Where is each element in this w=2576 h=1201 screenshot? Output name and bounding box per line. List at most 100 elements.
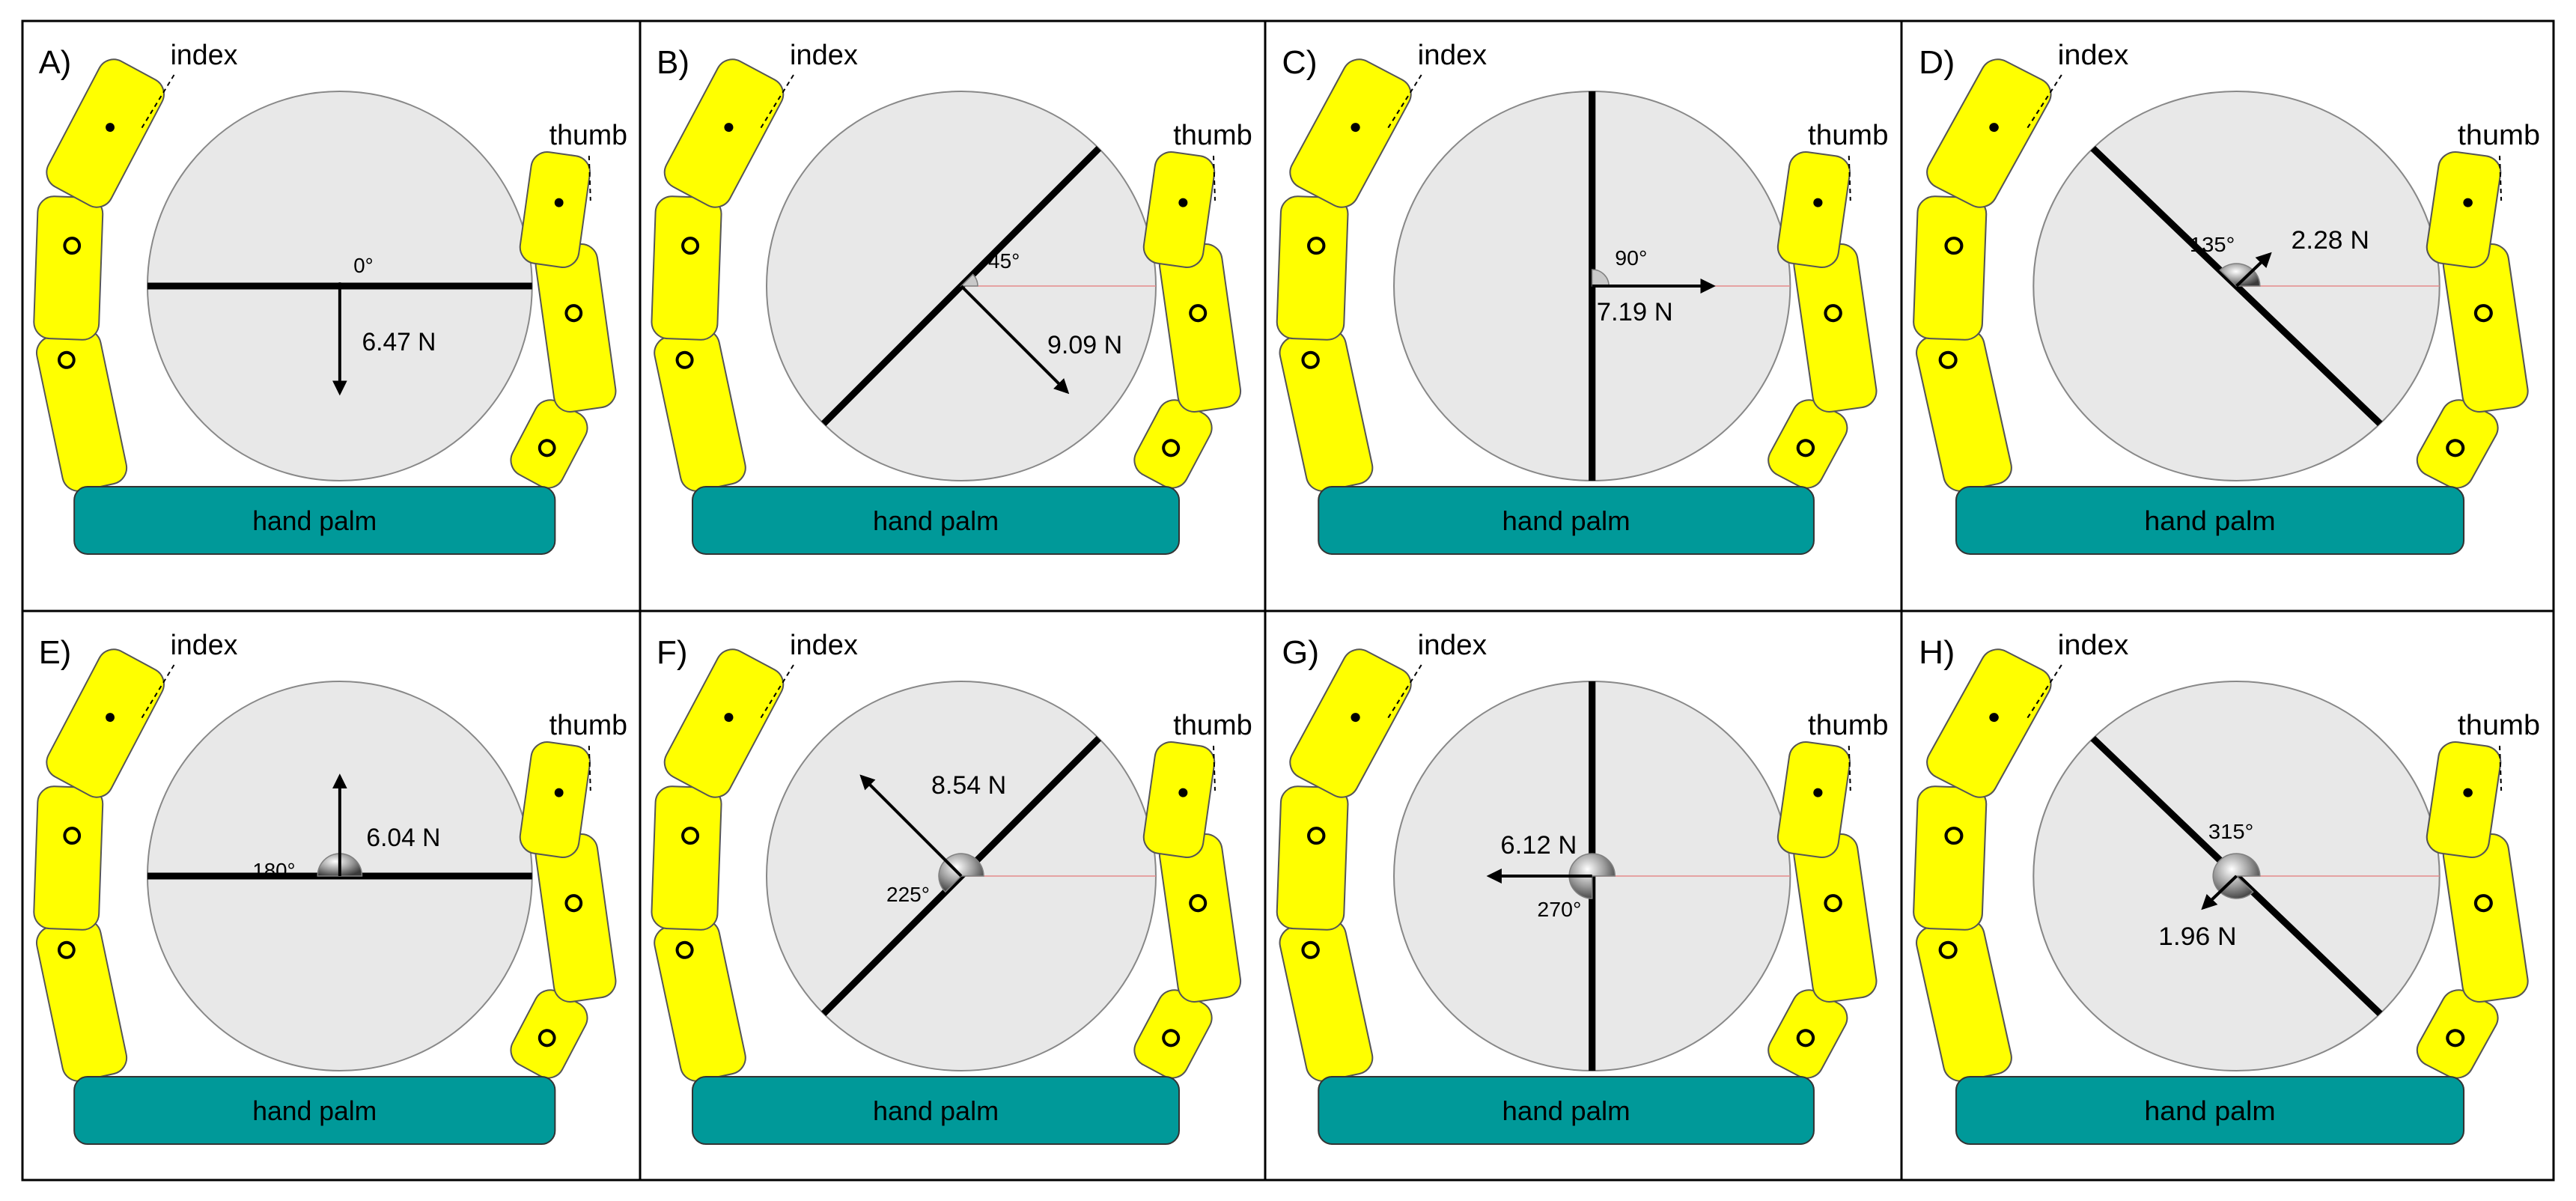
joint-icon [1824, 894, 1842, 913]
thumb-segment [2426, 741, 2502, 858]
fingertip-dot-icon [1989, 713, 1999, 723]
joint-icon [1307, 827, 1326, 845]
index-segment [651, 785, 722, 931]
force-label: 8.54 N [931, 771, 1006, 800]
angle-label: 180° [252, 859, 295, 882]
thumb-label: thumb [549, 120, 627, 151]
index-label: index [1418, 629, 1487, 661]
thumb-segment [2426, 151, 2502, 268]
index-segment [33, 195, 104, 341]
hand-palm [1318, 1076, 1815, 1145]
joint-icon [1944, 237, 1964, 255]
index-segment [46, 58, 165, 208]
thumb-segment [2442, 833, 2529, 1003]
fingertip-dot-icon [2463, 788, 2473, 797]
force-label: 2.28 N [2292, 227, 2369, 255]
index-phalanx [1913, 785, 1988, 931]
angle-marker [2219, 263, 2261, 287]
joint-icon [538, 439, 556, 457]
index-phalanx [1913, 195, 1988, 341]
thumb-phalanx [1142, 151, 1216, 268]
index-finger [1913, 648, 2052, 1082]
thumb-phalanx [2426, 741, 2502, 858]
thumb-phalanx [1776, 741, 1851, 858]
index-phalanx [651, 195, 722, 341]
angle-marker [1568, 853, 1616, 899]
thumb-segment [2416, 989, 2499, 1079]
fingertip-dot-icon [1813, 788, 1823, 797]
palm-label: hand palm [2144, 506, 2275, 536]
hand-palm [1318, 486, 1815, 555]
index-label: index [2058, 40, 2129, 71]
palm-label: hand palm [1502, 1095, 1630, 1126]
thumb-phalanx [1142, 741, 1216, 858]
index-finger [33, 58, 165, 492]
thumb-label: thumb [1173, 710, 1252, 741]
angle-marker [960, 273, 978, 287]
joint-icon [564, 894, 583, 913]
palm-label: hand palm [1502, 505, 1630, 536]
index-segment [33, 785, 104, 931]
hand-palm [692, 486, 1180, 555]
index-finger [651, 648, 785, 1082]
joint-icon [1307, 237, 1326, 255]
palm-label: hand palm [252, 506, 377, 536]
index-segment [663, 58, 785, 208]
force-arrow [2201, 875, 2238, 910]
index-segment [1289, 58, 1412, 208]
index-leader-line [759, 664, 794, 720]
palm-label: hand palm [873, 1095, 999, 1126]
thumb-label: thumb [2458, 120, 2540, 151]
palm-label: hand palm [873, 505, 999, 536]
panel-label: B) [657, 44, 689, 81]
index-phalanx [1289, 58, 1412, 208]
index-phalanx [46, 58, 165, 208]
panel-label: C) [1282, 44, 1317, 81]
thumb-segment [1767, 399, 1848, 489]
thumb-label: thumb [549, 710, 627, 741]
force-label: 6.12 N [1500, 831, 1577, 860]
force-label: 7.19 N [1597, 298, 1673, 326]
index-segment [1913, 195, 1988, 341]
index-phalanx [1926, 648, 2052, 798]
joint-icon [1162, 1029, 1181, 1048]
index-finger [651, 58, 785, 492]
joint-icon [675, 940, 694, 959]
index-segment [1926, 58, 2052, 208]
index-finger [1276, 58, 1412, 492]
angle-label: 0° [353, 254, 373, 277]
index-phalanx [33, 785, 104, 931]
joint-icon [2473, 894, 2493, 913]
index-segment [46, 648, 165, 798]
thumb-finger [510, 741, 617, 1079]
index-leader-line [140, 74, 175, 130]
hand-palm [73, 1076, 556, 1145]
thumb-segment [1776, 741, 1851, 858]
panel-label: G) [1282, 634, 1319, 671]
joint-icon [675, 350, 694, 369]
panel-label: F) [657, 634, 688, 671]
panel-label: E) [39, 634, 71, 671]
joint-icon [1796, 439, 1815, 457]
thumb-segment [1142, 151, 1216, 268]
index-label: index [2058, 630, 2129, 661]
joint-icon [1944, 827, 1964, 845]
thumb-phalanx [519, 741, 591, 858]
fingertip-dot-icon [106, 123, 115, 133]
index-finger [1913, 58, 2052, 492]
angle-label: 90° [1615, 246, 1647, 270]
thumb-phalanx [2426, 151, 2502, 268]
thumb-segment [1142, 741, 1216, 858]
thumb-segment [510, 399, 588, 489]
force-arrow [859, 774, 963, 878]
index-leader-line [2026, 664, 2062, 720]
index-segment [663, 648, 785, 798]
joint-icon [1938, 350, 1958, 369]
